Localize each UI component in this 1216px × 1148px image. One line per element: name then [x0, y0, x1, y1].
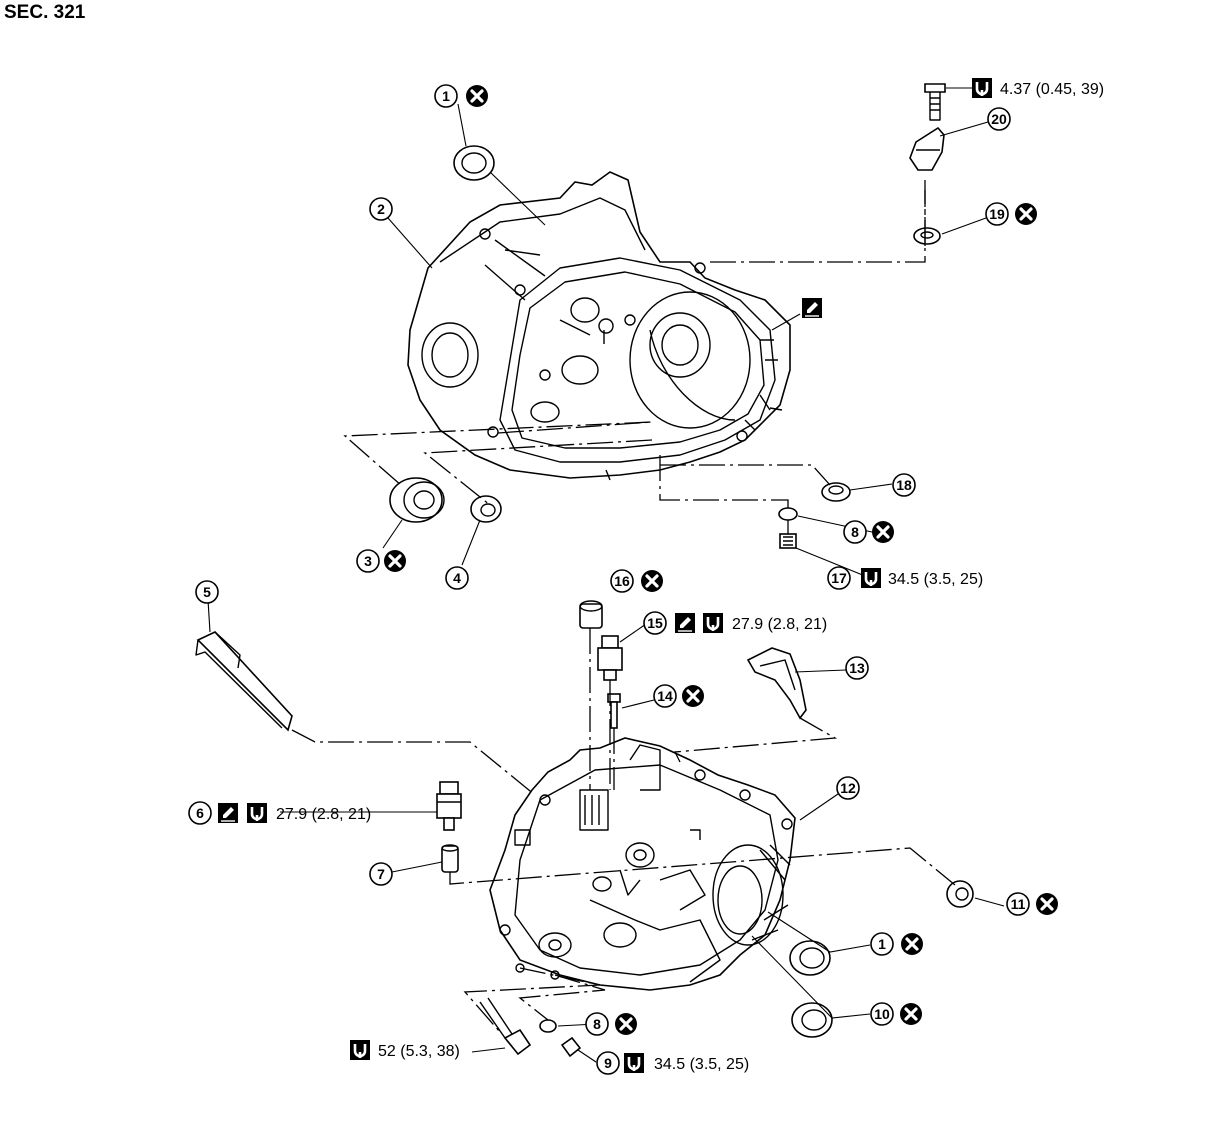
torque-wrench-icon [348, 1038, 372, 1062]
svg-text:19: 19 [989, 206, 1005, 222]
svg-text:17: 17 [831, 570, 847, 586]
oil-seal-top [453, 145, 546, 226]
svg-text:1: 1 [878, 936, 886, 952]
svg-text:11: 11 [1011, 896, 1026, 912]
upper-guide-lines [343, 180, 926, 534]
svg-text:1: 1 [442, 88, 450, 104]
clutch-housing [489, 737, 796, 991]
replace-x-icon [680, 683, 706, 709]
transmission-case [407, 171, 791, 481]
sealant-icon [801, 297, 823, 319]
switch-6 [436, 781, 462, 831]
svg-text:14: 14 [657, 688, 673, 704]
svg-text:20: 20 [991, 111, 1007, 127]
svg-text:7: 7 [377, 866, 385, 882]
svg-text:8: 8 [851, 524, 859, 540]
sealant-icon [217, 802, 239, 824]
callout-8-upper: 8 [843, 520, 867, 544]
torque-wrench-icon [701, 611, 725, 635]
callout-16: 16 [610, 569, 634, 593]
torque-spec-9: 34.5 (3.5, 25) [654, 1056, 749, 1073]
leader-lines [207, 87, 1005, 1063]
replace-x-icon [899, 931, 925, 957]
replace-x-icon [613, 1011, 639, 1037]
washer-19 [913, 227, 941, 245]
replace-x-icon [1013, 201, 1039, 227]
svg-text:15: 15 [647, 615, 663, 631]
callout-5: 5 [195, 580, 219, 604]
svg-text:9: 9 [604, 1055, 612, 1071]
callout-9: 9 [596, 1051, 620, 1075]
svg-text:16: 16 [614, 573, 630, 589]
torque-wrench-icon [245, 801, 269, 825]
svg-text:10: 10 [874, 1006, 890, 1022]
torque-wrench-icon [859, 566, 883, 590]
callout-7: 7 [369, 862, 393, 886]
torque-spec-6: 27.9 (2.8, 21) [276, 806, 371, 823]
svg-text:18: 18 [896, 477, 912, 493]
callout-8-lower: 8 [585, 1012, 609, 1036]
callout-1-top: 1 [434, 84, 458, 108]
callout-15: 15 [643, 611, 667, 635]
plug-11 [946, 880, 974, 908]
torque-spec-17: 34.5 (3.5, 25) [888, 571, 983, 588]
bolt-lower [479, 997, 532, 1056]
callout-19: 19 [985, 202, 1009, 226]
oil-seal-lower [789, 940, 831, 976]
callout-14: 14 [653, 684, 677, 708]
drain-plug-17 [779, 533, 797, 549]
svg-text:4: 4 [453, 570, 461, 586]
svg-text:3: 3 [364, 553, 372, 569]
torque-spec-20: 4.37 (0.45, 39) [1000, 81, 1104, 98]
cap-16 [579, 600, 603, 629]
callout-1-lower: 1 [870, 932, 894, 956]
callout-2: 2 [369, 197, 393, 221]
callout-18: 18 [892, 473, 916, 497]
torque-wrench-icon [970, 76, 994, 100]
callout-4: 4 [445, 566, 469, 590]
lower-guide-lines [291, 628, 956, 1033]
callout-10: 10 [870, 1002, 894, 1026]
pin-7 [441, 844, 459, 873]
callout-20: 20 [987, 107, 1011, 131]
bearing [389, 477, 445, 523]
oil-seal-10 [791, 1002, 833, 1038]
switch-20 [909, 83, 946, 171]
washer-8-lower [539, 1019, 557, 1033]
svg-text:2: 2 [377, 201, 385, 217]
drain-plug-9 [560, 1036, 582, 1058]
sealant-icon [674, 612, 696, 634]
replace-x-icon [639, 568, 665, 594]
callout-3: 3 [356, 549, 380, 573]
torque-spec-bolt: 52 (5.3, 38) [378, 1043, 460, 1060]
svg-text:12: 12 [840, 780, 856, 796]
guide-plate-5 [195, 631, 293, 732]
replace-x-icon [464, 83, 490, 109]
replace-x-icon [382, 548, 408, 574]
switch-15 [597, 635, 623, 681]
callout-11: 11 [1006, 892, 1030, 916]
washer-8-upper [778, 507, 798, 521]
callout-6: 6 [188, 801, 212, 825]
svg-text:8: 8 [593, 1016, 601, 1032]
replace-x-icon [898, 1001, 924, 1027]
plug-18 [821, 482, 851, 502]
bracket-13 [746, 647, 807, 720]
callout-17: 17 [827, 566, 851, 590]
callout-12: 12 [836, 776, 860, 800]
svg-text:13: 13 [849, 660, 865, 676]
section-label: SEC. 321 [4, 2, 86, 23]
callout-13: 13 [845, 656, 869, 680]
svg-text:5: 5 [203, 584, 211, 600]
shim-washer [470, 495, 502, 523]
torque-wrench-icon [622, 1051, 646, 1075]
svg-text:6: 6 [196, 805, 204, 821]
replace-x-icon [870, 519, 896, 545]
replace-x-icon [1034, 891, 1060, 917]
torque-spec-15: 27.9 (2.8, 21) [732, 616, 827, 633]
